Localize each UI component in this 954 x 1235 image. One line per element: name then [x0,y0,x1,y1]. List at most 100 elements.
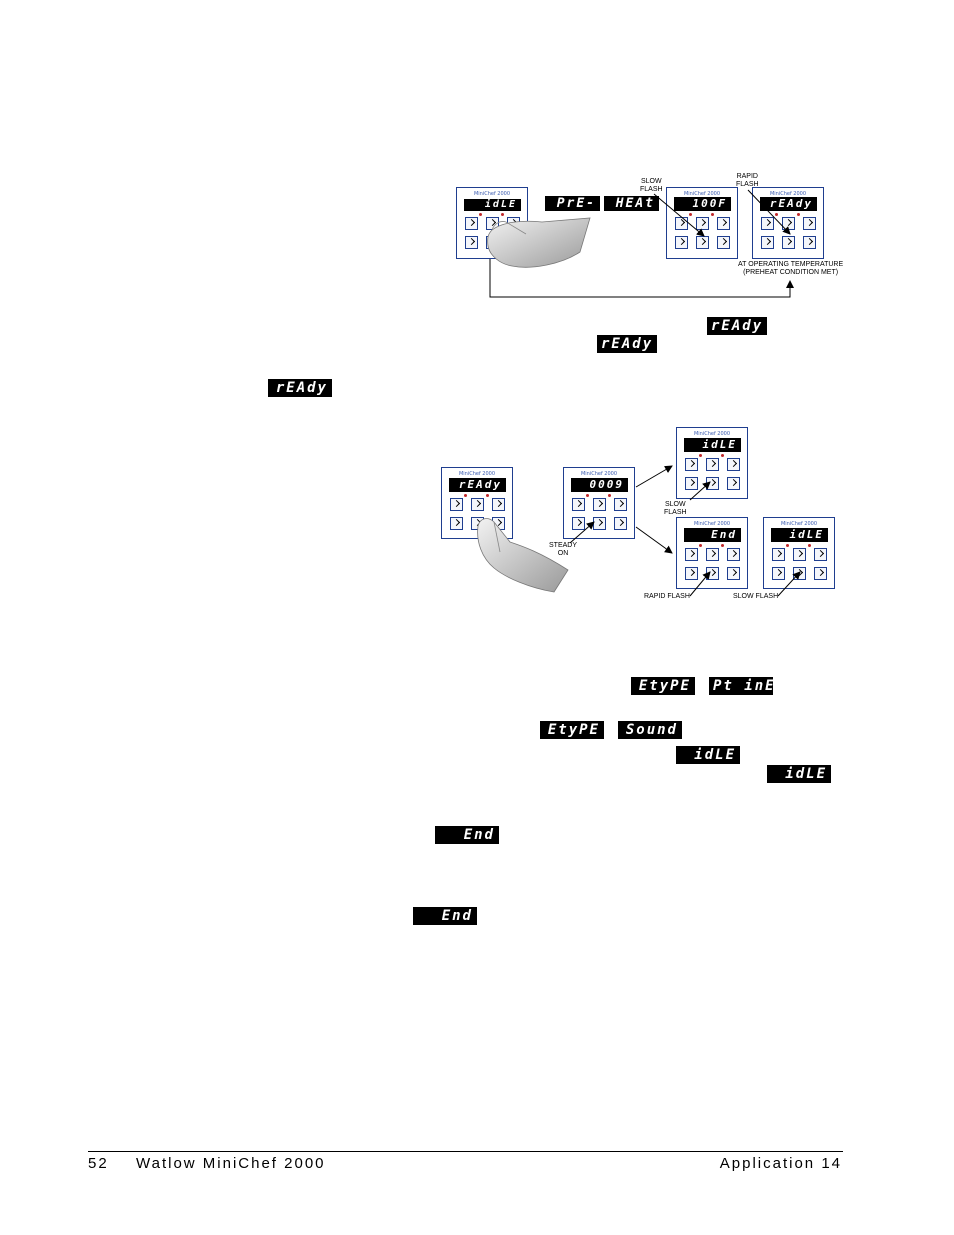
key-button[interactable] [450,517,463,530]
key-button[interactable] [450,498,463,511]
section-title: Application 14 [719,1155,842,1172]
panel-brand: MiniChef 2000 [683,191,721,197]
indicator-led [699,454,702,457]
inline-display-end: End [435,826,499,844]
label-steady-on: STEADY ON [549,542,578,557]
flow-arrow [635,526,673,554]
key-button[interactable] [793,548,806,561]
display-count: 0009 [571,478,628,492]
label-rapid-flash: RAPID FLASH [736,173,759,188]
key-button[interactable] [685,458,698,471]
display-pre: PrE- [545,196,600,211]
key-button[interactable] [685,548,698,561]
key-button[interactable] [727,567,740,580]
key-button[interactable] [471,498,484,511]
key-button[interactable] [727,477,740,490]
indicator-led [699,544,702,547]
label-slow-flash: SLOW FLASH [664,501,687,516]
key-button[interactable] [772,548,785,561]
inline-display-sound: Sound [618,721,682,739]
indicator-led [464,494,467,497]
page-number: 52 [88,1155,109,1172]
inline-display-idle: idLE [767,765,831,783]
key-button[interactable] [675,236,688,249]
indicator-led [721,544,724,547]
key-button[interactable] [572,498,585,511]
key-button[interactable] [761,217,774,230]
key-button[interactable] [803,236,816,249]
indicator-led [486,494,489,497]
callout-arrow [777,571,801,597]
display-end: End [684,528,741,542]
key-button[interactable] [593,498,606,511]
key-button[interactable] [814,567,827,580]
panel-brand: MiniChef 2000 [769,191,807,197]
key-button[interactable] [685,567,698,580]
display-temp: 100F [674,197,731,211]
key-button[interactable] [772,567,785,580]
panel-brand: MiniChef 2000 [458,471,496,477]
callout-arrow [689,571,711,597]
key-button[interactable] [572,517,585,530]
controller-panel-ready: MiniChef 2000 rEAdy [752,187,824,259]
controller-panel-ready: MiniChef 2000 rEAdy [441,467,513,539]
indicator-led [711,213,714,216]
hand-pressing-icon [477,518,569,593]
key-button[interactable] [614,517,627,530]
key-button[interactable] [727,458,740,471]
indicator-led [775,213,778,216]
key-button[interactable] [706,458,719,471]
key-button[interactable] [782,236,795,249]
inline-display-ready: rEAdy [268,379,332,397]
key-button[interactable] [465,236,478,249]
label-slow-flash: SLOW FLASH [640,178,663,193]
indicator-led [797,213,800,216]
inline-display-ptine: Pt inE [709,677,774,695]
key-button[interactable] [685,477,698,490]
indicator-led [786,544,789,547]
panel-brand: MiniChef 2000 [780,521,818,527]
controller-panel-idle: MiniChef 2000 idLE [763,517,835,589]
label-rapid-flash: RAPID FLASH [644,593,690,600]
controller-panel-count: MiniChef 2000 0009 [563,467,635,539]
inline-display-etype: EtyPE [540,721,604,739]
controller-panel-idle: MiniChef 2000 idLE [676,427,748,499]
display-idle: idLE [464,199,521,211]
inline-display-ready: rEAdy [597,335,657,353]
indicator-led [721,454,724,457]
key-button[interactable] [492,498,505,511]
panel-brand: MiniChef 2000 [580,471,618,477]
indicator-led [479,213,482,216]
display-idle: idLE [771,528,828,542]
display-idle: idLE [684,438,741,452]
key-button[interactable] [614,498,627,511]
controller-panel-temp: MiniChef 2000 100F [666,187,738,259]
controller-panel-end: MiniChef 2000 End [676,517,748,589]
connector-line [489,259,794,298]
inline-display-end: End [413,907,477,925]
label-at-operating-temperature: AT OPERATING TEMPERATURE (PREHEAT CONDIT… [738,261,844,276]
key-button[interactable] [761,236,774,249]
key-button[interactable] [727,548,740,561]
panel-brand: MiniChef 2000 [473,191,511,197]
label-slow-flash: SLOW FLASH [733,593,779,600]
indicator-led [586,494,589,497]
key-button[interactable] [465,217,478,230]
indicator-led [501,213,504,216]
display-ready: rEAdy [760,197,817,211]
inline-display-idle: idLE [676,746,740,764]
key-button[interactable] [717,236,730,249]
inline-display-ready: rEAdy [707,317,767,335]
indicator-led [808,544,811,547]
footer-rule [88,1151,843,1152]
key-button[interactable] [814,548,827,561]
key-button[interactable] [717,217,730,230]
manual-title: Watlow MiniChef 2000 [136,1155,326,1172]
indicator-led [689,213,692,216]
key-button[interactable] [706,548,719,561]
panel-brand: MiniChef 2000 [693,521,731,527]
key-button[interactable] [803,217,816,230]
flow-arrow [635,465,673,488]
hand-pressing-icon [487,217,591,268]
callout-arrow [747,189,791,235]
